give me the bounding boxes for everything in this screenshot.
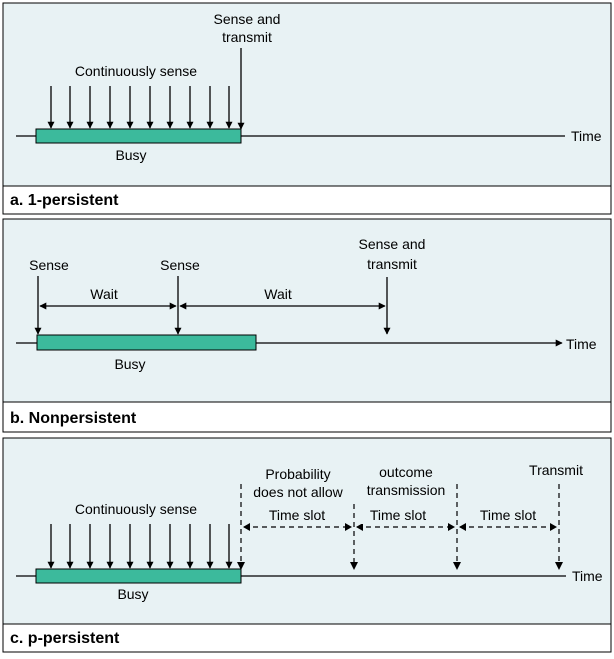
panel-c-caption-band [2,623,612,653]
panel-c-time-slot-label-1: Time slot [269,507,325,523]
panel-a-caption-band [2,185,612,215]
panel-b-busy-bar [36,334,257,351]
panel-b-sense-transmit-line2: transmit [367,256,417,272]
panel-c-dashed-marker-1-head [237,562,245,570]
panel-a-busy-bar [35,128,242,144]
panel-a-caption: a. 1-persistent [10,192,119,209]
panel-b-wait-label-1: Wait [90,286,118,302]
panel-c-time-slot-2-start-head [356,523,363,531]
panel-c-busy-bar [35,568,242,584]
panel-c-time-slot-3-end-head [550,523,557,531]
panel-c-probability-line1: Probability [265,466,330,482]
panel-a-time-label: Time [571,128,602,144]
panel-c-time-slot-1-end-head [345,523,352,531]
panel-c-outcome-line1: outcome [379,464,433,480]
panel-b-busy-label: Busy [114,356,145,372]
panel-b-sense-transmit-line1: Sense and [359,236,426,252]
panel-c-time-slot-3-start-head [459,523,466,531]
panel-a-sense-transmit-line2: transmit [222,29,272,45]
panel-a-sense-transmit-line1: Sense and [214,11,281,27]
panel-c-time-slot-1-label-bg [259,508,335,524]
panel-c-transmit-label: Transmit [529,462,583,478]
panel-c-time-slot-2-end-head [448,523,455,531]
panel-c-probability-line2: does not allow [253,484,343,500]
panel-c-continuously-sense-label: Continuously sense [75,501,197,517]
panel-c-background [2,437,612,625]
panel-b-caption: b. Nonpersistent [10,410,137,427]
panel-b-sense-label-2: Sense [160,257,200,273]
panel-b-sense-label-1: Sense [29,257,69,273]
panel-a: a. 1-persistent Time Busy Continuously s… [2,2,612,215]
panel-c-time-slot-1-start-head [243,523,250,531]
panel-c-sense-arrows [47,524,233,569]
panel-b-time-label: Time [566,336,597,352]
panel-c-dashed-marker-2-head [350,562,358,570]
panel-a-continuously-sense-label: Continuously sense [75,63,197,79]
panel-c-time-slot-2-label-bg [360,508,436,524]
panel-c-outcome-line2: transmission [367,482,446,498]
panel-b-wait-label-2: Wait [264,286,292,302]
panel-b-background [2,218,612,403]
panel-c-caption: c. p-persistent [10,630,120,647]
panel-a-background [2,2,612,187]
panel-b-caption-band [2,401,612,433]
panel-c-dashed-marker-4-head [555,562,563,570]
panel-c-time-slot-label-3: Time slot [480,507,536,523]
panel-b: b. Nonpersistent Time Busy Sense Sense S… [2,218,612,433]
panel-c-dashed-marker-3-head [453,562,461,570]
panel-a-busy-label: Busy [115,147,146,163]
panel-c-busy-label: Busy [117,586,148,602]
panel-a-sense-arrows [47,86,233,129]
panel-c-time-slot-label-2: Time slot [370,507,426,523]
panel-c-time-slot-3-label-bg [470,508,546,524]
panel-c-time-label: Time [572,568,603,584]
panel-c: c. p-persistent Time Busy Continuously s… [2,437,612,653]
